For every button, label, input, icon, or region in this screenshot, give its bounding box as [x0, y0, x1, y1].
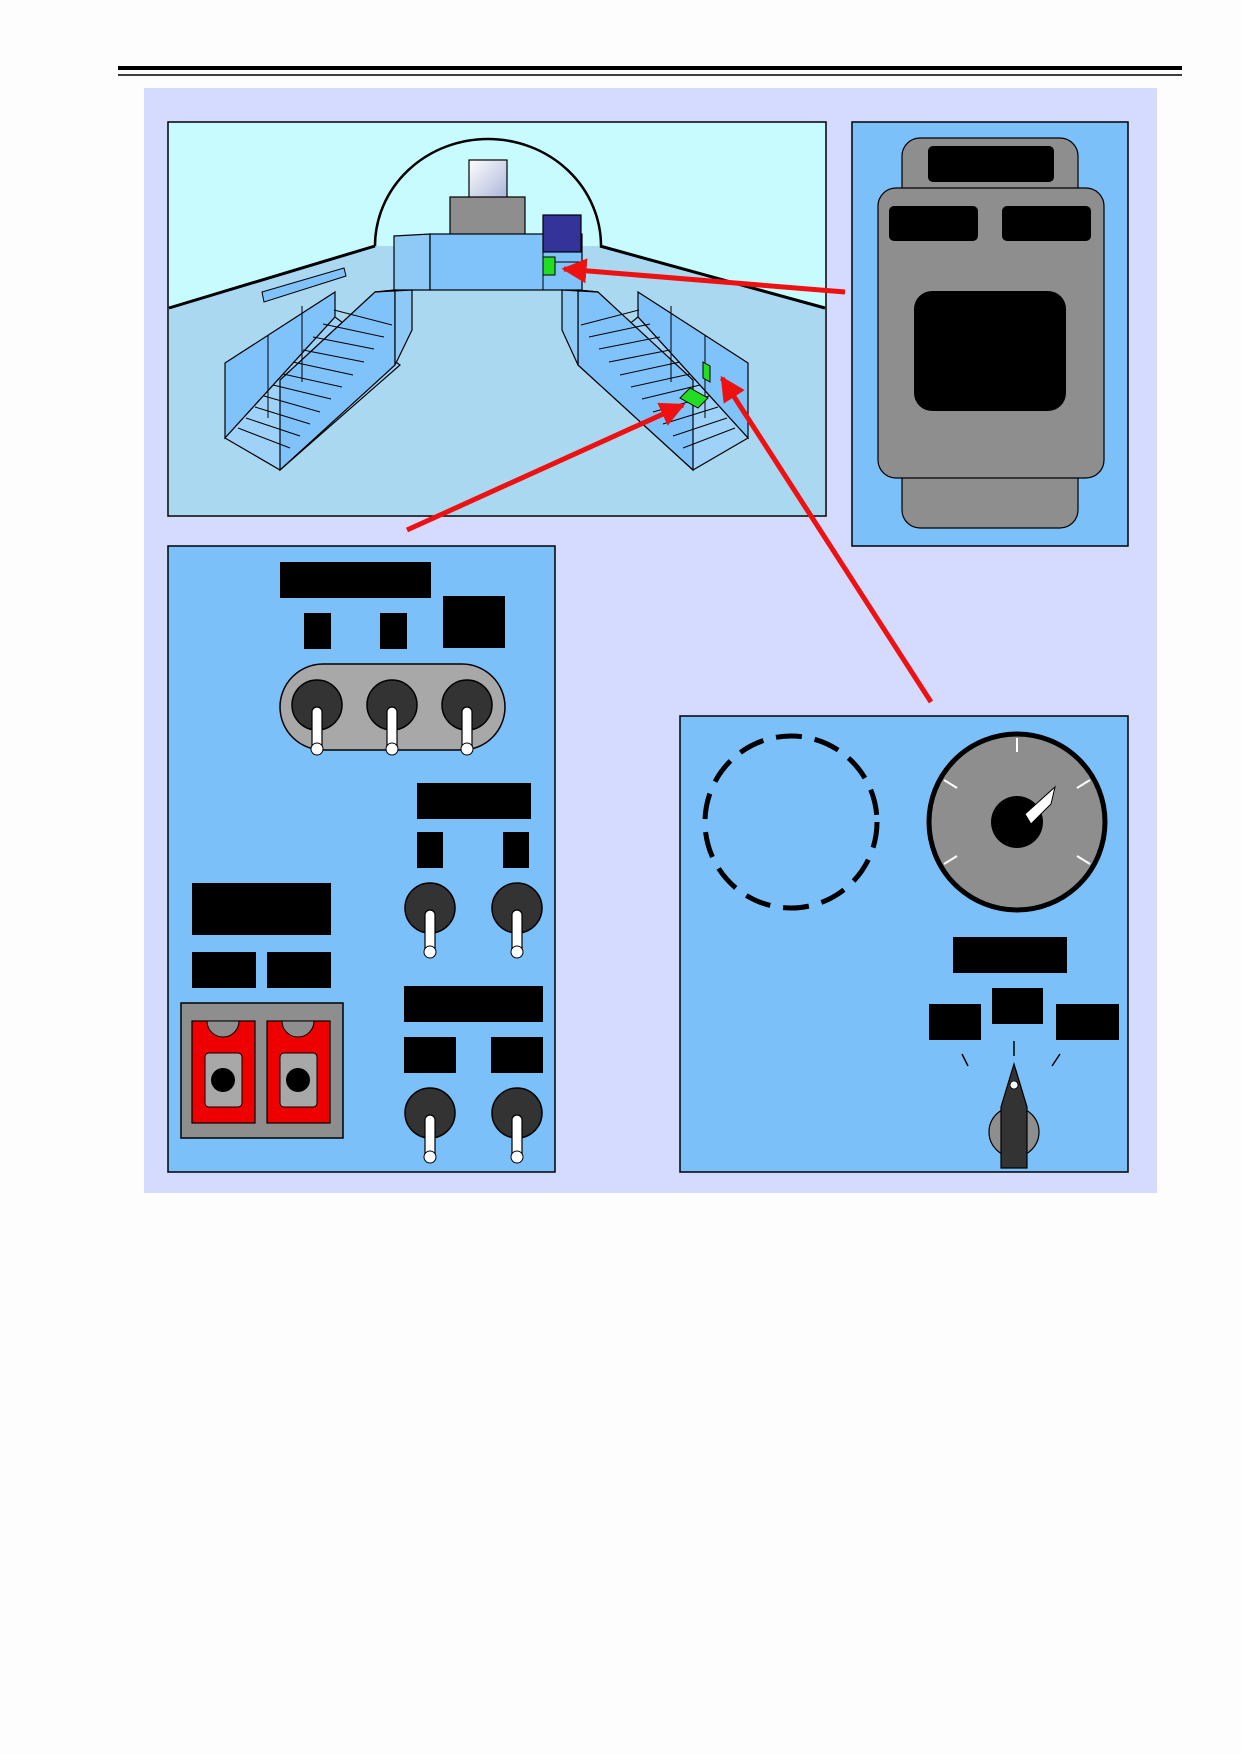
- label-block: [491, 1037, 543, 1073]
- right-console-detail: [679, 715, 1129, 1173]
- label-block: [404, 986, 543, 1022]
- rotary-selector-icon[interactable]: [988, 1061, 1040, 1169]
- left-console-detail: [167, 545, 556, 1173]
- toggle-switch-icon[interactable]: [491, 882, 543, 959]
- callout-marker-panel: [542, 256, 556, 276]
- arrow-to-right-upper-marker: [719, 375, 934, 704]
- left-side-console: [224, 289, 413, 472]
- dashed-indicator-icon: [702, 733, 880, 911]
- label-block: [404, 1037, 456, 1073]
- label-block: [992, 988, 1043, 1024]
- canopy-dome: [373, 137, 603, 247]
- display-screen: [914, 291, 1066, 411]
- toggle-switch-icon[interactable]: [366, 679, 418, 756]
- label-block: [267, 952, 331, 988]
- label-block: [503, 832, 529, 868]
- toggle-switch-icon[interactable]: [291, 679, 343, 756]
- toggle-switch-icon[interactable]: [404, 1087, 456, 1164]
- callout-arrows: [405, 258, 934, 704]
- label-block: [280, 562, 431, 598]
- label-block: [304, 613, 331, 649]
- cockpit-overview: [167, 121, 827, 517]
- label-block: [1056, 1004, 1119, 1040]
- arrow-to-right-lower-marker: [405, 402, 686, 533]
- navy-display: [542, 214, 582, 253]
- socket-icon[interactable]: [266, 1020, 331, 1124]
- label-block: [380, 613, 407, 649]
- gauge-icon: [926, 731, 1108, 913]
- label-block: [443, 596, 505, 648]
- label-block: [192, 883, 331, 935]
- arrow-to-panel-marker: [561, 258, 846, 295]
- label-block: [417, 832, 443, 868]
- label-block: [953, 937, 1067, 973]
- callout-marker-right-upper: [702, 361, 711, 383]
- socket-icon[interactable]: [191, 1020, 256, 1124]
- handle-unit-detail: [851, 121, 1129, 547]
- label-block: [889, 206, 978, 241]
- header-rule: [118, 66, 1182, 76]
- label-block: [928, 146, 1054, 182]
- label-block: [417, 783, 531, 819]
- socket-panel: [180, 1002, 344, 1139]
- toggle-switch-icon[interactable]: [404, 882, 456, 959]
- instrument-housing: [449, 196, 526, 236]
- mirror-icon: [468, 159, 508, 199]
- toggle-switch-icon[interactable]: [441, 679, 493, 756]
- label-block: [1002, 206, 1091, 241]
- toggle-switch-icon[interactable]: [491, 1087, 543, 1164]
- label-block: [929, 1004, 981, 1040]
- label-block: [192, 952, 256, 988]
- callout-marker-right-lower: [679, 387, 709, 409]
